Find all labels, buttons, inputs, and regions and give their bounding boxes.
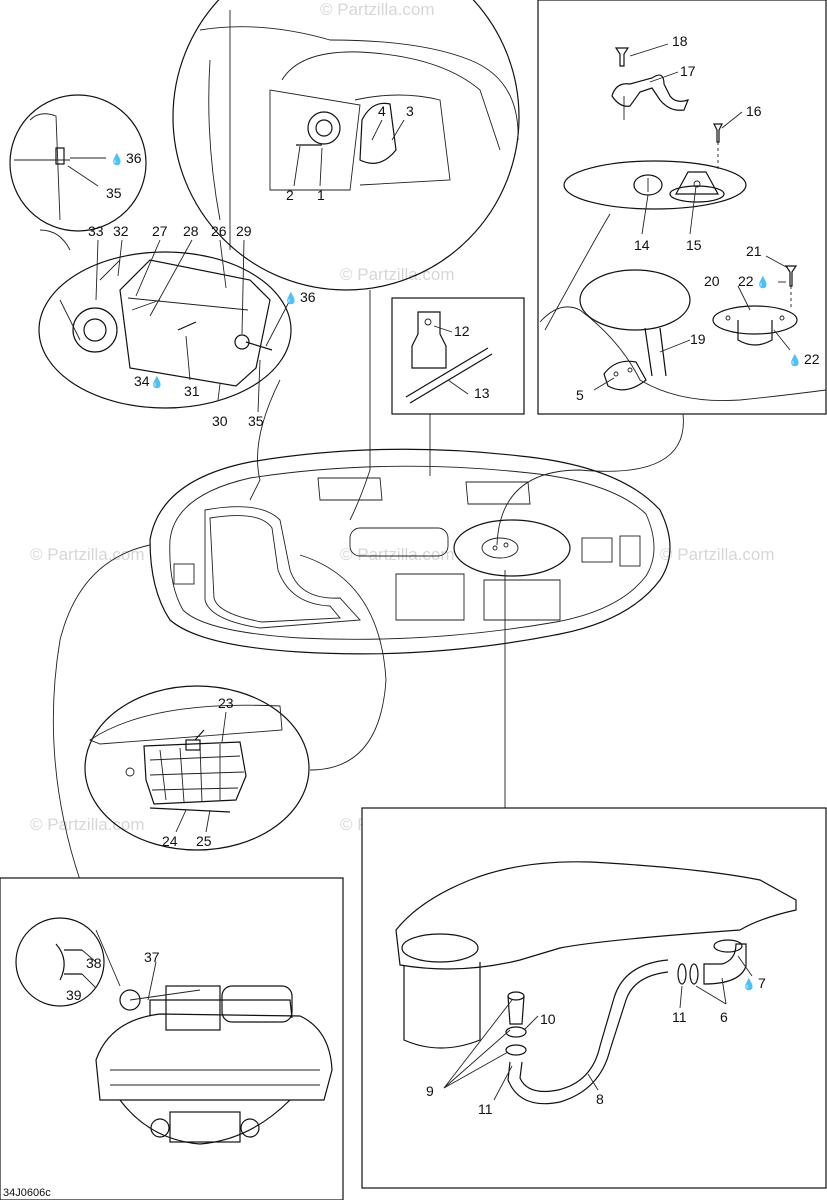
drop-icon: 💧 xyxy=(756,276,770,289)
callout-19: 19 xyxy=(690,331,706,347)
net-pocket-detail-circle xyxy=(84,685,310,851)
callout-24: 24 xyxy=(162,833,178,849)
drain-plug-detail-circle xyxy=(9,94,147,251)
callout-36: 36 xyxy=(300,289,316,305)
cushion-detail-box xyxy=(496,0,827,546)
leader-lines xyxy=(67,43,791,1101)
callout-15: 15 xyxy=(686,237,702,253)
storage-detail-circle xyxy=(172,0,520,521)
callout-16: 16 xyxy=(746,103,762,119)
callout-12: 12 xyxy=(454,323,470,339)
callout-6: 6 xyxy=(720,1009,728,1025)
tools-box xyxy=(391,297,525,476)
callout-7: 7 xyxy=(758,975,766,991)
callout-36: 36 xyxy=(126,150,142,166)
callout-35: 35 xyxy=(106,185,122,201)
watermark: © Partzilla.com xyxy=(320,0,435,19)
callout-26: 26 xyxy=(211,223,227,239)
watermark: © Partzilla.com xyxy=(340,545,455,564)
drop-icon: 💧 xyxy=(742,978,756,991)
callout-29: 29 xyxy=(236,223,252,239)
rear-view-box xyxy=(0,877,344,1200)
callout-14: 14 xyxy=(634,237,650,253)
callout-9: 9 xyxy=(426,1083,434,1099)
callout-25: 25 xyxy=(196,833,212,849)
callout-33: 33 xyxy=(88,223,104,239)
hull-top-view xyxy=(149,448,671,808)
callout-10: 10 xyxy=(540,1011,556,1027)
drop-icon: 💧 xyxy=(788,354,802,367)
callout-21: 21 xyxy=(746,243,762,259)
callout-22: 22 xyxy=(804,351,820,367)
watermark: © Partzilla.com xyxy=(340,265,455,284)
callout-11: 11 xyxy=(672,1009,687,1025)
callout-18: 18 xyxy=(672,33,688,49)
connector-line xyxy=(52,544,151,881)
callout-23: 23 xyxy=(218,695,234,711)
drop-icon: 💧 xyxy=(284,292,298,305)
diagram-code: 34J0606c xyxy=(3,1187,51,1199)
callout-13: 13 xyxy=(474,385,490,401)
callout-labels: 1 2 3 4 35 💧 36 33 32 27 28 26 29 💧 36 3… xyxy=(3,33,820,1199)
callout-22: 22 xyxy=(738,273,754,289)
callout-37: 37 xyxy=(144,949,160,965)
watermark: © Partzilla.com xyxy=(30,815,145,834)
callout-2: 2 xyxy=(286,187,294,203)
callout-39: 39 xyxy=(66,987,82,1003)
watermark: © Partzilla.com xyxy=(30,545,145,564)
callout-1: 1 xyxy=(317,187,325,203)
callout-11: 11 xyxy=(478,1101,493,1117)
watermark: © Partzilla.com xyxy=(660,545,775,564)
callout-30: 30 xyxy=(212,413,228,429)
callout-20: 20 xyxy=(704,273,720,289)
callout-31: 31 xyxy=(184,383,200,399)
callout-35: 35 xyxy=(248,413,264,429)
drain-system-box xyxy=(361,807,827,1189)
drop-icon: 💧 xyxy=(110,153,124,166)
connector-line xyxy=(299,554,387,771)
callout-17: 17 xyxy=(680,63,696,79)
bin-detail-ellipse xyxy=(38,251,292,501)
callout-27: 27 xyxy=(152,223,168,239)
callout-4: 4 xyxy=(378,103,386,119)
callout-8: 8 xyxy=(596,1091,604,1107)
callout-34: 34 xyxy=(134,373,150,389)
callout-38: 38 xyxy=(86,955,102,971)
callout-3: 3 xyxy=(406,103,414,119)
callout-32: 32 xyxy=(113,223,129,239)
callout-5: 5 xyxy=(576,387,584,403)
drop-icon: 💧 xyxy=(150,376,164,389)
callout-28: 28 xyxy=(183,223,199,239)
